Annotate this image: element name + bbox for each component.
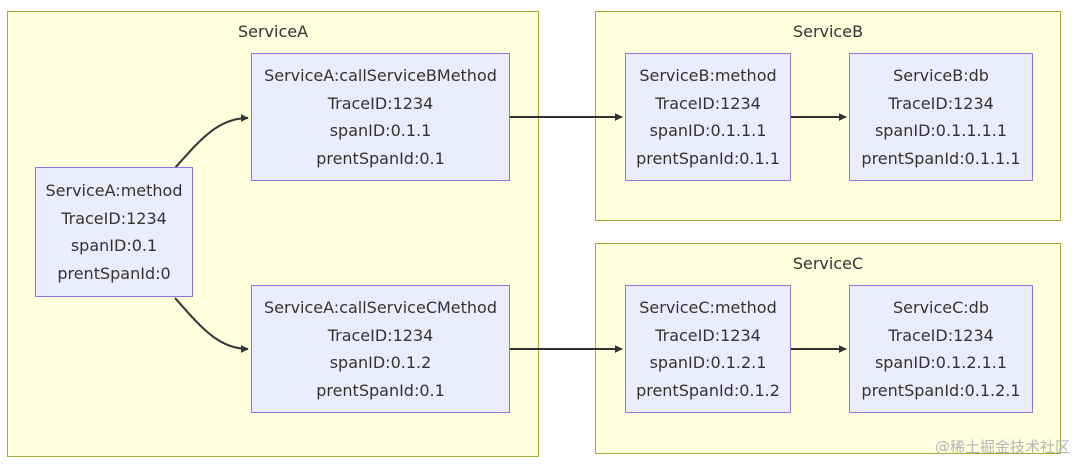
node-servicec-db: ServiceC:db TraceID:1234 spanID:0.1.2.1.… <box>849 285 1033 413</box>
node-line: spanID:0.1.1.1 <box>649 121 767 140</box>
cluster-title: ServiceC <box>792 254 864 273</box>
node-servicea-callservicebmethod: ServiceA:callServiceBMethod TraceID:1234… <box>251 53 510 181</box>
node-line: spanID:0.1.2.1.1 <box>874 353 1008 372</box>
node-line: TraceID:1234 <box>655 325 761 345</box>
node-serviceb-method: ServiceB:method TraceID:1234 spanID:0.1.… <box>625 53 791 181</box>
node-serviceb-db: ServiceB:db TraceID:1234 spanID:0.1.1.1.… <box>849 53 1033 181</box>
watermark: @稀土掘金技术社区 <box>934 438 1070 456</box>
node-line: ServiceA:callServiceBMethod <box>264 66 497 85</box>
node-servicea-callservicecmethod: ServiceA:callServiceCMethod TraceID:1234… <box>251 285 510 413</box>
node-line: ServiceA:method <box>45 181 183 200</box>
node-servicea-method: ServiceA:method TraceID:1234 spanID:0.1 … <box>35 167 193 297</box>
node-line: spanID:0.1.2 <box>329 353 432 372</box>
edge-a-method-to-a-callb <box>174 114 249 169</box>
cluster-title: ServiceA <box>237 22 309 41</box>
edge-a-method-to-a-callc <box>174 297 249 353</box>
node-line: ServiceB:method <box>639 66 777 85</box>
node-line: TraceID:1234 <box>327 325 434 345</box>
node-line: TraceID:1234 <box>327 93 434 113</box>
node-line: prentSpanId:0.1.1.1 <box>861 148 1021 168</box>
cluster-title: ServiceB <box>792 22 864 41</box>
node-line: prentSpanId:0.1.1 <box>636 148 780 168</box>
node-line: TraceID:1234 <box>655 93 761 113</box>
node-servicec-method: ServiceC:method TraceID:1234 spanID:0.1.… <box>625 285 791 413</box>
node-line: TraceID:1234 <box>61 208 167 228</box>
node-line: ServiceB:db <box>893 66 989 85</box>
node-line: TraceID:1234 <box>888 93 994 113</box>
node-line: prentSpanId:0.1 <box>316 148 445 168</box>
node-line: spanID:0.1.1 <box>329 121 432 140</box>
node-line: prentSpanId:0.1.2 <box>636 380 780 400</box>
node-line: TraceID:1234 <box>888 325 994 345</box>
node-line: spanID:0.1 <box>70 236 158 255</box>
node-line: ServiceC:method <box>639 298 777 317</box>
node-line: prentSpanId:0.1.2.1 <box>861 380 1021 400</box>
node-line: spanID:0.1.2.1 <box>649 353 767 372</box>
node-line: ServiceA:callServiceCMethod <box>264 298 497 317</box>
node-line: prentSpanId:0.1 <box>316 380 445 400</box>
node-line: spanID:0.1.1.1.1 <box>874 121 1008 140</box>
node-line: prentSpanId:0 <box>57 263 171 283</box>
node-line: ServiceC:db <box>892 298 989 317</box>
